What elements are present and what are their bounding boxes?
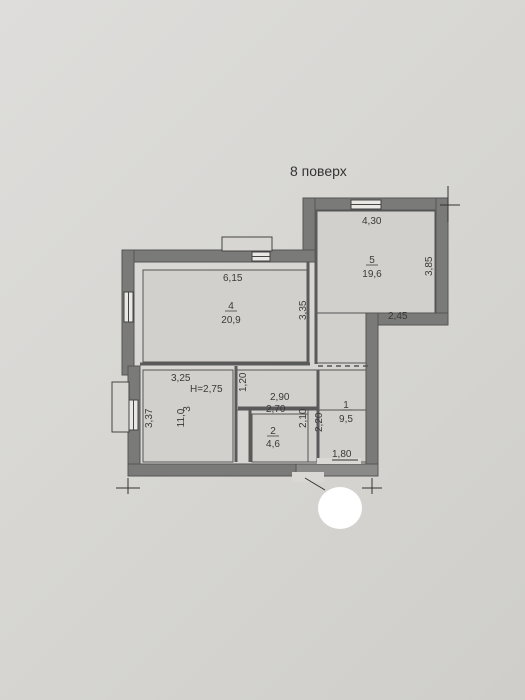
dim-4-30: 4,30 [362,216,382,227]
dim-3-25: 3,25 [171,373,191,384]
room-label-1: 1 9,5 [339,400,353,425]
room-area: 4,6 [266,439,280,450]
balcony-stubs [111,236,273,433]
room-number: 3 [182,406,193,412]
room-5-lower-area [315,312,367,364]
room-3-area [142,369,234,463]
dim-1-80: 1,80 [332,449,352,460]
dim-2-70: 2,70 [266,404,286,415]
dimension-lines [116,186,460,494]
room-1-area [235,369,367,411]
room-4-area [142,269,309,363]
room-number: 1 [343,400,349,411]
room-label-4: 4 20,9 [221,301,241,326]
windows [123,199,382,431]
redaction-mark [318,487,362,529]
dim-3-37: 3,37 [144,408,155,428]
room-number: 4 [228,301,234,312]
room-area: 19,6 [362,269,382,280]
room-5-area [315,210,436,314]
interior-walls [140,210,320,462]
dim-3-85: 3,85 [424,256,435,276]
dim-6-15: 6,15 [223,273,243,284]
floor-label: 8 поверх [290,163,347,179]
dim-2-20: 2,20 [314,412,325,432]
room-area: 9,5 [339,414,353,425]
room-label-5: 5 19,6 [362,255,382,280]
dim-2-90: 2,90 [270,392,290,403]
room-area: 11,0 [176,408,187,427]
door-gaps [292,458,361,482]
room-number: 5 [369,255,375,266]
room-label-2: 2 4,6 [266,426,280,450]
ceiling-height: H=2,75 [190,384,223,395]
dim-1-20: 1,20 [238,372,249,392]
room-area: 20,9 [221,315,241,326]
room-fills [142,210,436,463]
room-2-area [251,413,309,463]
room-number: 2 [270,426,276,437]
dim-3-35: 3,35 [298,300,309,320]
dim-2-10: 2,10 [298,408,309,428]
room-label-3: 3 11,0 [176,406,193,428]
dim-2-45: 2,45 [388,311,408,322]
